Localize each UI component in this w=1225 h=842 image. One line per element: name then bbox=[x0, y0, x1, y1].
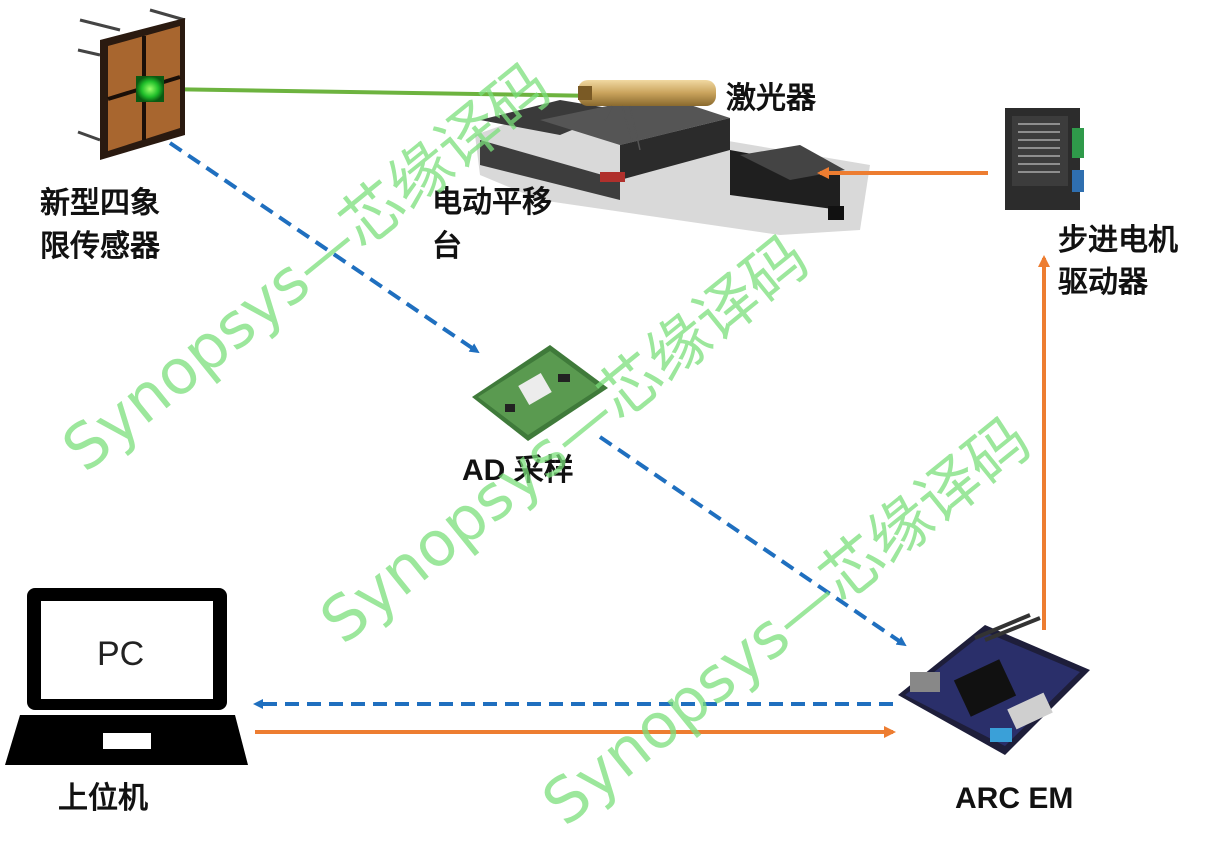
laser-beam bbox=[159, 87, 601, 98]
arc-em-board-icon bbox=[898, 613, 1090, 755]
laptop-icon bbox=[5, 588, 248, 765]
adc-label: AD 采样 bbox=[462, 454, 574, 487]
quadrant-sensor-icon bbox=[77, 8, 186, 160]
edges bbox=[168, 141, 1050, 738]
sensor-label-line1: 新型四象 bbox=[40, 186, 160, 221]
laser-label: 激光器 bbox=[726, 81, 816, 116]
adc-board-icon bbox=[472, 345, 608, 441]
driver-label-line2: 驱动器 bbox=[1058, 265, 1148, 300]
sensor-label-line2: 限传感器 bbox=[40, 229, 160, 264]
pc-label: 上位机 bbox=[58, 781, 148, 816]
board-label: ARC EM bbox=[955, 782, 1074, 815]
pc-screen-text: PC bbox=[97, 635, 145, 673]
driver-label-line1: 步进电机 bbox=[1058, 223, 1178, 258]
edge-sensor-to-adc bbox=[168, 141, 480, 354]
edge-adc-to-board bbox=[598, 435, 907, 647]
stepper-driver-icon bbox=[1005, 108, 1084, 210]
stage-label-line1: 电动平移 bbox=[432, 185, 552, 220]
stage-label-line2: 台 bbox=[432, 229, 462, 264]
laser-icon bbox=[578, 80, 716, 151]
